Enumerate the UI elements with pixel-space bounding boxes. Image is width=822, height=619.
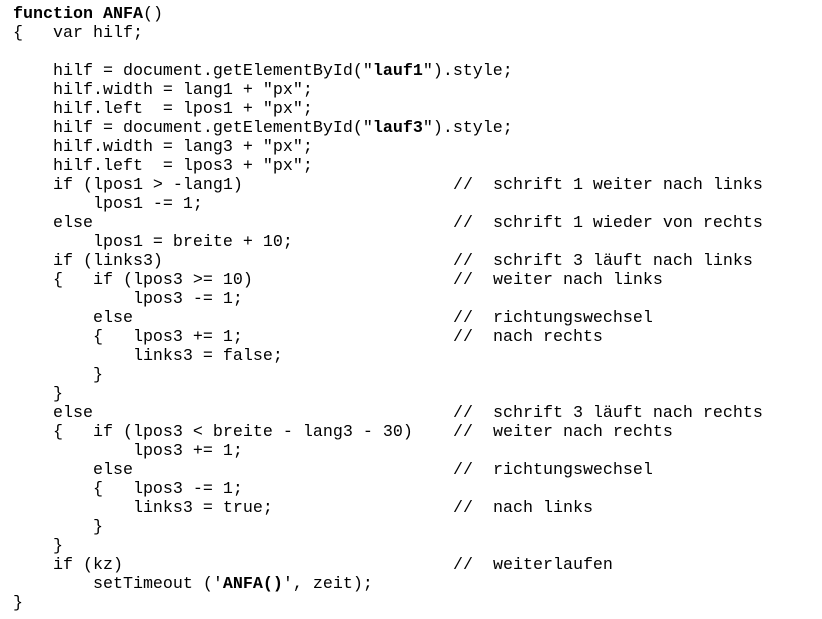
code-comment: // weiterlaufen	[453, 556, 613, 575]
code-segment: hilf.width = lang3 + "px";	[13, 138, 313, 157]
code-comment: // weiter nach rechts	[453, 423, 673, 442]
code-line: if (links3) // schrift 3 läuft nach links	[13, 252, 753, 271]
code-segment: links3 = false;	[13, 347, 283, 366]
code-bold-segment: ANFA()	[222, 575, 283, 594]
code-line: setTimeout ('ANFA()', zeit);	[13, 575, 513, 594]
code-line: lpos3 -= 1;	[13, 290, 513, 309]
code-segment: else	[13, 309, 133, 328]
code-line: hilf.width = lang3 + "px";	[13, 138, 513, 157]
code-bold-segment: lauf3	[372, 119, 423, 138]
code-line: else // richtungswechsel	[13, 309, 653, 328]
code-segment: links3 = true;	[13, 499, 273, 518]
code-comment: // schrift 3 läuft nach links	[453, 252, 753, 271]
code-line: else // richtungswechsel	[13, 461, 653, 480]
code-segment: ").style;	[422, 119, 513, 138]
code-line: lpos1 = breite + 10;	[13, 233, 513, 252]
code-line: else // schrift 3 läuft nach rechts	[13, 404, 763, 423]
code-comment: // schrift 3 läuft nach rechts	[453, 404, 763, 423]
code-segment: lpos1 = breite + 10;	[13, 233, 293, 252]
code-segment: ()	[142, 5, 163, 24]
code-segment: lpos3 -= 1;	[13, 290, 243, 309]
code-line: }	[13, 537, 513, 556]
code-segment: if (lpos1 > -lang1)	[13, 176, 243, 195]
code-segment: }	[13, 366, 103, 385]
code-segment: }	[13, 537, 63, 556]
code-segment: ', zeit);	[282, 575, 373, 594]
code-line: links3 = true; // nach links	[13, 499, 593, 518]
code-line: hilf.left = lpos3 + "px";	[13, 157, 513, 176]
code-segment: { var hilf;	[13, 24, 143, 43]
code-line: }	[13, 366, 513, 385]
code-line: { lpos3 -= 1;	[13, 480, 513, 499]
code-comment: // nach rechts	[453, 328, 603, 347]
code-segment: hilf.left = lpos3 + "px";	[13, 157, 313, 176]
code-line: function ANFA()	[13, 5, 513, 24]
code-segment: else	[13, 214, 93, 233]
code-comment: // weiter nach links	[453, 271, 663, 290]
code-line	[13, 43, 513, 62]
code-line: hilf.left = lpos1 + "px";	[13, 100, 513, 119]
code-segment: setTimeout ('	[13, 575, 223, 594]
code-line: }	[13, 518, 513, 537]
code-line: hilf.width = lang1 + "px";	[13, 81, 513, 100]
code-segment: lpos1 -= 1;	[13, 195, 203, 214]
code-segment: ").style;	[422, 62, 513, 81]
code-segment: hilf = document.getElementById("	[13, 62, 373, 81]
code-segment: hilf.left = lpos1 + "px";	[13, 100, 313, 119]
code-comment: // nach links	[453, 499, 593, 518]
code-line: lpos3 += 1;	[13, 442, 513, 461]
code-segment: { lpos3 -= 1;	[13, 480, 243, 499]
code-segment: }	[13, 518, 103, 537]
code-line: lpos1 -= 1;	[13, 195, 513, 214]
code-segment: hilf = document.getElementById("	[13, 119, 373, 138]
code-segment: else	[13, 404, 93, 423]
code-line: else // schrift 1 wieder von rechts	[13, 214, 763, 233]
code-segment: { if (lpos3 >= 10)	[13, 271, 253, 290]
code-segment: else	[13, 461, 133, 480]
code-line: { if (lpos3 < breite - lang3 - 30) // wei…	[13, 423, 673, 442]
code-line: links3 = false;	[13, 347, 513, 366]
code-line: }	[13, 594, 513, 613]
code-line: { lpos3 += 1; // nach rechts	[13, 328, 603, 347]
code-segment: if (links3)	[13, 252, 163, 271]
code-segment: }	[13, 385, 63, 404]
code-line: if (lpos1 > -lang1) // schrift 1 weiter n…	[13, 176, 763, 195]
code-comment: // richtungswechsel	[453, 309, 653, 328]
code-listing: function ANFA(){ var hilf; hilf = docume…	[13, 5, 763, 613]
code-line: }	[13, 385, 513, 404]
code-segment: }	[13, 594, 23, 613]
code-line: { if (lpos3 >= 10) // weiter nach links	[13, 271, 663, 290]
code-line: hilf = document.getElementById("lauf1").…	[13, 62, 513, 81]
code-bold-segment: function ANFA	[13, 5, 143, 24]
code-bold-segment: lauf1	[372, 62, 423, 81]
code-comment: // schrift 1 wieder von rechts	[453, 214, 763, 233]
code-segment: { lpos3 += 1;	[13, 328, 243, 347]
code-line: hilf = document.getElementById("lauf3").…	[13, 119, 513, 138]
code-segment: hilf.width = lang1 + "px";	[13, 81, 313, 100]
code-segment: { if (lpos3 < breite - lang3 - 30)	[13, 423, 413, 442]
code-line: if (kz) // weiterlaufen	[13, 556, 613, 575]
code-comment: // schrift 1 weiter nach links	[453, 176, 763, 195]
code-segment: if (kz)	[13, 556, 123, 575]
code-line: { var hilf;	[13, 24, 513, 43]
code-comment: // richtungswechsel	[453, 461, 653, 480]
code-segment: lpos3 += 1;	[13, 442, 243, 461]
